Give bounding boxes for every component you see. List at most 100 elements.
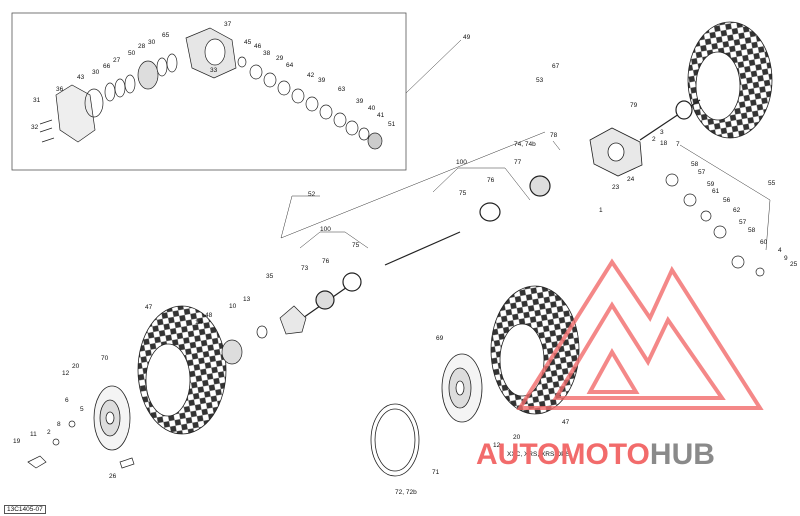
callout-67: 67 [552, 63, 560, 70]
callout-58: 58 [691, 161, 699, 168]
callout-76: 76 [487, 177, 495, 184]
callout-72: 72, 72b [395, 489, 417, 496]
callout-69: 69 [436, 335, 444, 342]
callout-31: 31 [33, 97, 41, 104]
watermark-auto: AUTO [476, 438, 561, 471]
callout-78: 78 [550, 132, 558, 139]
callout-37: 37 [224, 21, 232, 28]
callout-63: 63 [338, 86, 346, 93]
callout-100: 100 [456, 159, 467, 166]
tire-rear-right [490, 285, 580, 415]
callout-39: 39 [318, 77, 326, 84]
callout-49: 49 [463, 34, 471, 41]
callout-40: 40 [368, 105, 376, 112]
callout-76b: 76 [322, 258, 330, 265]
callout-47: 47 [145, 304, 153, 311]
callout-43: 43 [77, 74, 85, 81]
right-arm-parts [665, 173, 765, 277]
watermark-hub: HUB [649, 438, 715, 471]
callout-36: 36 [56, 86, 64, 93]
callout-59: 59 [707, 181, 715, 188]
callout-18: 18 [660, 140, 668, 147]
callout-10: 10 [229, 303, 237, 310]
callout-35: 35 [266, 273, 274, 280]
callout-39b: 39 [356, 98, 364, 105]
callout-11: 11 [30, 431, 37, 438]
callout-26: 26 [109, 473, 117, 480]
tire-front-left [137, 305, 227, 435]
callout-46: 46 [254, 43, 262, 50]
rim-left [93, 385, 131, 451]
callout-8: 8 [57, 421, 61, 428]
callout-57: 57 [698, 169, 706, 176]
callout-52: 52 [308, 191, 316, 198]
callout-57b: 57 [739, 219, 747, 226]
callout-3: 3 [660, 129, 664, 136]
callout-48: 48 [205, 312, 213, 319]
callout-6: 6 [65, 397, 69, 404]
tire-upper-right [687, 21, 773, 139]
callout-73: 73 [301, 265, 309, 272]
watermark-moto: MOTO [560, 438, 650, 471]
gearbox [589, 127, 643, 177]
inset-parts [39, 27, 383, 150]
callout-100b: 100 [320, 226, 331, 233]
rim-right [441, 353, 483, 423]
callout-24: 24 [627, 176, 635, 183]
callout-33: 33 [210, 67, 218, 74]
callout-29: 29 [276, 55, 284, 62]
watermark-logo [516, 258, 764, 410]
model-note: XXC, XRS, XRS-DPS [507, 451, 570, 458]
callout-79: 79 [630, 102, 638, 109]
callout-14: 14 [195, 319, 203, 326]
callout-51: 51 [388, 121, 396, 128]
callout-25: 25 [790, 261, 798, 268]
callout-4: 4 [778, 247, 782, 254]
callout-71: 71 [432, 469, 440, 476]
callout-1: 1 [599, 207, 603, 214]
beadlock-ring [370, 403, 420, 477]
callout-30: 30 [148, 39, 156, 46]
callout-60: 60 [760, 239, 768, 246]
callout-38: 38 [263, 50, 271, 57]
callout-19: 19 [13, 438, 21, 445]
inset-frame [11, 12, 407, 171]
callout-53: 53 [536, 77, 544, 84]
callout-42: 42 [307, 72, 315, 79]
callout-75b: 75 [352, 242, 360, 249]
callout-70: 70 [101, 355, 109, 362]
callout-20: 20 [72, 363, 80, 370]
callout-27: 27 [113, 57, 121, 64]
callout-28: 28 [138, 43, 146, 50]
callout-77: 77 [514, 159, 522, 166]
callout-9: 9 [784, 255, 788, 262]
callout-58b: 58 [748, 227, 756, 234]
callout-13: 13 [243, 296, 251, 303]
callout-65: 65 [162, 32, 170, 39]
callout-62: 62 [733, 207, 741, 214]
callout-2: 2 [652, 136, 656, 143]
callout-56: 56 [723, 197, 731, 204]
watermark-text: AUTOMOTOHUB [476, 438, 715, 472]
callout-41: 41 [377, 112, 385, 119]
callout-12b: 12 [493, 442, 501, 449]
callout-47b: 47 [562, 419, 570, 426]
callout-61: 61 [712, 188, 720, 195]
callout-5: 5 [80, 406, 84, 413]
callout-45: 45 [244, 39, 252, 46]
callout-50: 50 [128, 50, 136, 57]
callout-74: 74, 74b [514, 141, 536, 148]
callout-55: 55 [768, 180, 776, 187]
callout-66: 66 [103, 63, 111, 70]
callout-20b: 20 [513, 434, 521, 441]
callout-32: 32 [31, 124, 39, 131]
diagram-code: 13C1405-07 [4, 505, 46, 514]
drive-shafts [299, 99, 701, 321]
callout-2b: 2 [47, 429, 51, 436]
leader-lines [280, 39, 771, 251]
callout-23: 23 [612, 184, 620, 191]
hub-parts [27, 305, 307, 469]
callout-64: 64 [286, 62, 294, 69]
